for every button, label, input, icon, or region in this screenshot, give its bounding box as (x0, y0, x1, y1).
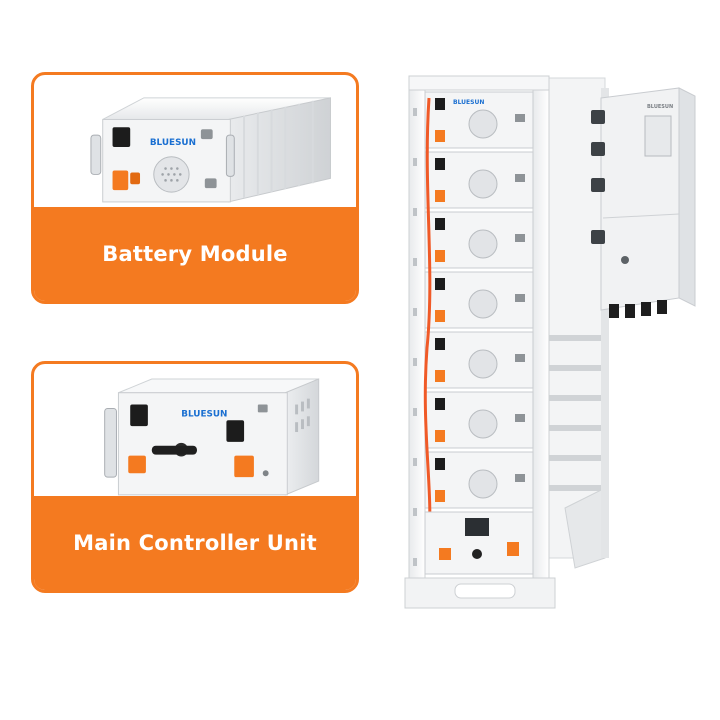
rack-brand: BLUESUN (453, 99, 484, 106)
battery-module-label-band: Battery Module (34, 207, 356, 301)
battery-module-brand: BLUESUN (150, 138, 196, 148)
battery-module-label: Battery Module (102, 242, 288, 266)
main-controller-image: BLUESUN (104, 378, 320, 496)
main-controller-label-band: Main Controller Unit (34, 496, 356, 590)
battery-module-card: BLUESUN Battery Module (31, 72, 359, 304)
main-controller-brand: BLUESUN (181, 409, 227, 419)
rack-battery-modules (424, 91, 534, 509)
main-controller-card: BLUESUN Main Controller Unit (31, 361, 359, 593)
inverter-unit: BLUESUN (591, 87, 696, 318)
main-controller-label: Main Controller Unit (73, 531, 317, 555)
rack-controller-unit (424, 511, 534, 575)
battery-rack-system-image: BLUESUN BLUESUN (404, 75, 696, 609)
battery-module-image: BLUESUN (90, 97, 331, 203)
svg-text:BLUESUN: BLUESUN (647, 104, 673, 110)
